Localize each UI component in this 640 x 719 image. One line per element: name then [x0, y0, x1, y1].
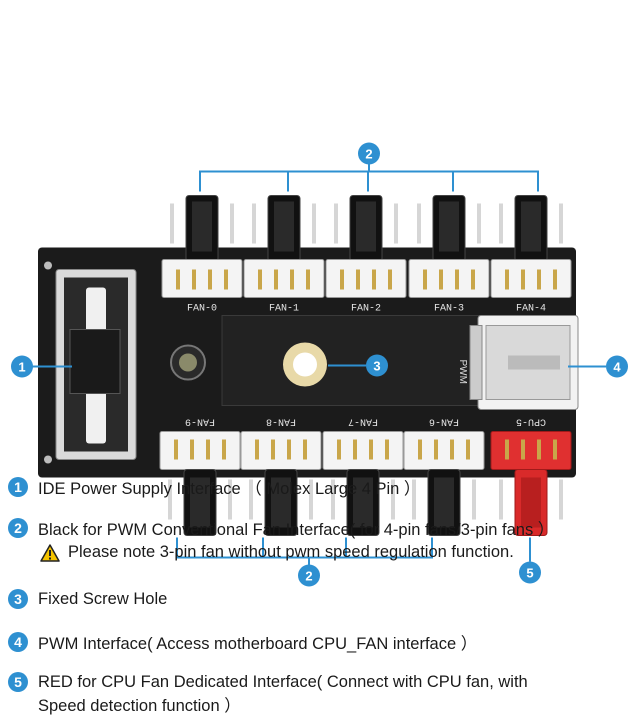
- top-fan-headers: FAN-0 FAN-1 FAN-2 FAN-3 FAN-4: [161, 195, 572, 315]
- callout-2-top: 2: [358, 142, 380, 165]
- fan-label-top: FAN-4: [516, 304, 546, 315]
- legend-number-3: 3: [8, 589, 28, 609]
- molex-connector: [55, 269, 137, 460]
- legend-number-4: 4: [8, 632, 28, 652]
- legend-text-1: IDE Power Supply Interface （ Molex Large…: [38, 480, 421, 498]
- legend-note: Please note 3-pin fan without pwm speed …: [40, 543, 514, 562]
- fan-header-bottom-0: FAN-9: [159, 416, 241, 536]
- warning-icon: [40, 543, 60, 562]
- top-bracket: [199, 163, 539, 192]
- callout-5-number: 5: [526, 566, 533, 581]
- fan-label-top: FAN-0: [187, 304, 217, 315]
- fan-label-bottom: FAN-9: [185, 416, 215, 427]
- legend-text-4: PWM Interface( Access motherboard CPU_FA…: [38, 635, 478, 653]
- capacitor: [170, 344, 206, 381]
- legend-text-2: Black for PWM Conventional Fan Interface…: [38, 521, 555, 539]
- legend-item-5: 5 RED for CPU Fan Dedicated Interface( C…: [8, 672, 528, 692]
- callout-4-number: 4: [613, 360, 621, 375]
- pcb-sub-panel: [221, 315, 481, 406]
- legend-note-text: Please note 3-pin fan without pwm speed …: [68, 543, 514, 561]
- legend-number-1: 1: [8, 477, 28, 497]
- fan-header-bottom-3: FAN-6: [403, 416, 485, 536]
- fan-label-top: FAN-3: [434, 304, 464, 315]
- legend-text-5: RED for CPU Fan Dedicated Interface( Con…: [38, 672, 528, 691]
- callout-2-bottom-number: 2: [305, 569, 312, 584]
- fan-header-top-1: FAN-1: [243, 195, 325, 315]
- fan-label-top: FAN-1: [269, 304, 299, 315]
- callout-3-number: 3: [373, 359, 380, 374]
- fan-label-top: FAN-2: [351, 304, 381, 315]
- callout-4: 4: [606, 355, 628, 378]
- fan-label-bottom: FAN-7: [348, 416, 378, 427]
- callout-1-number: 1: [18, 360, 25, 375]
- legend-item-3: 3 Fixed Screw Hole: [8, 589, 167, 609]
- legend-number-5: 5: [8, 672, 28, 692]
- fan-header-bottom-1: FAN-8: [240, 416, 322, 536]
- pwm-label: PWM: [457, 360, 468, 384]
- callout-5: 5: [519, 561, 541, 584]
- legend-number-2: 2: [8, 518, 28, 538]
- fan-label-bottom: FAN-8: [266, 416, 296, 427]
- fan-label-bottom: FAN-6: [429, 416, 459, 427]
- callout-2-top-number: 2: [365, 147, 372, 162]
- legend-text-3: Fixed Screw Hole: [38, 589, 168, 608]
- callout-3: 3: [366, 354, 388, 377]
- legend-text-5-continuation: Speed detection function ）: [38, 697, 241, 715]
- screw-hole: [283, 342, 327, 387]
- bottom-fan-headers: FAN-9 FAN-8 FAN-7 FAN-6 CPU-5: [159, 416, 572, 536]
- fan-header-bottom-2: FAN-7: [322, 416, 404, 536]
- fan-label-bottom: CPU-5: [516, 416, 546, 427]
- fan-header-top-3: FAN-3: [408, 195, 490, 315]
- legend-item-4: 4 PWM Interface( Access motherboard CPU_…: [8, 630, 477, 654]
- pwm-header: [469, 315, 579, 410]
- callout-2-bottom: 2: [298, 564, 320, 587]
- bottom-bracket: [176, 537, 433, 566]
- fan-header-top-4: FAN-4: [490, 195, 572, 315]
- callout-1: 1: [11, 355, 33, 378]
- legend-item-1: 1 IDE Power Supply Interface （ Molex Lar…: [8, 475, 420, 499]
- fan-header-top-2: FAN-2: [325, 195, 407, 315]
- legend-item-2: 2 Black for PWM Conventional Fan Interfa…: [8, 516, 554, 540]
- cpu-fan-header: CPU-5: [490, 416, 572, 536]
- callout-lines: [32, 364, 606, 562]
- fan-header-top-0: FAN-0: [161, 195, 243, 315]
